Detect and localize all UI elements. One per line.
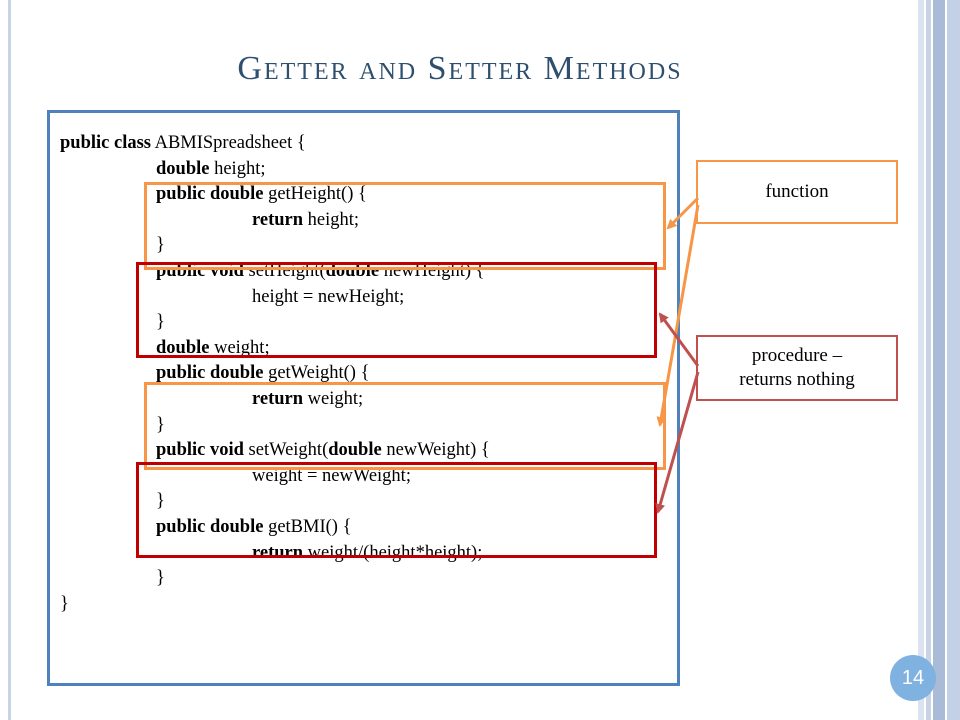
- getter-highlight-height: [144, 182, 666, 270]
- procedure-arrow-to-setweight: [655, 371, 700, 514]
- setter-highlight-height: [136, 262, 657, 358]
- code-keyword: double: [328, 440, 382, 461]
- code-text: }: [156, 491, 165, 512]
- code-keyword: public void: [156, 261, 244, 281]
- right-decor-bar: [933, 0, 945, 720]
- procedure-callout-line1: procedure –: [751, 345, 843, 366]
- code-box: [47, 110, 680, 686]
- code-keyword: public double: [156, 184, 264, 205]
- code-text: weight;: [303, 389, 364, 409]
- function-callout-label: function: [765, 181, 829, 202]
- code-text: }: [156, 414, 165, 435]
- code-line: }: [156, 234, 165, 256]
- right-decor-bar: [947, 0, 960, 720]
- code-line: }: [156, 414, 165, 436]
- code-text: }: [156, 568, 165, 589]
- code-line: public double getHeight() {: [156, 183, 367, 205]
- code-line: return height;: [252, 209, 359, 231]
- code-text: height;: [303, 209, 360, 230]
- code-line: double height;: [156, 158, 265, 180]
- function-arrow-to-getheight: [666, 196, 700, 230]
- right-decor-bar: [918, 0, 924, 720]
- code-text: newHeight) {: [379, 261, 485, 281]
- code-keyword: public double: [156, 517, 264, 537]
- code-line: height = newHeight;: [252, 286, 404, 308]
- code-keyword: double: [325, 261, 380, 281]
- code-text: ABMISpreadsheet {: [150, 133, 306, 153]
- code-line: }: [60, 593, 69, 615]
- procedure-callout: procedure – returns nothing: [696, 335, 898, 401]
- code-line: public void setHeight(double newHeight) …: [156, 260, 485, 282]
- code-line: return weight;: [252, 388, 363, 410]
- code-keyword: public void: [156, 440, 244, 461]
- code-text: }: [156, 235, 165, 256]
- code-line: public double getBMI() {: [156, 516, 351, 538]
- code-line: }: [156, 311, 165, 333]
- code-line: weight = newWeight;: [252, 465, 411, 487]
- function-callout: function: [696, 160, 898, 224]
- code-text: getHeight() {: [263, 184, 367, 205]
- code-line: public class ABMISpreadsheet {: [60, 132, 306, 154]
- code-text: weight = newWeight;: [252, 465, 411, 486]
- code-keyword: return: [252, 389, 304, 409]
- code-text: height = newHeight;: [252, 286, 405, 307]
- code-line: double weight;: [156, 337, 270, 359]
- procedure-arrow-to-setheight: [658, 312, 700, 367]
- code-keyword: double: [156, 337, 210, 358]
- code-keyword: public double: [156, 363, 264, 384]
- code-line: public double getWeight() {: [156, 362, 369, 384]
- slide-number-badge: 14: [890, 655, 936, 701]
- slide-number: 14: [901, 666, 925, 689]
- function-arrow-to-getweight: [656, 204, 700, 427]
- slide-title: Getter and Setter Methods: [237, 50, 683, 87]
- procedure-callout-line2: returns nothing: [739, 369, 855, 390]
- code-text: getWeight() {: [263, 363, 370, 384]
- code-keyword: public class: [60, 133, 151, 153]
- code-text: }: [156, 312, 165, 333]
- code-keyword: return: [252, 209, 304, 230]
- code-text: setHeight(: [243, 261, 326, 281]
- code-text: height;: [209, 158, 266, 179]
- code-line: public void setWeight(double newWeight) …: [156, 439, 490, 461]
- code-keyword: double: [156, 158, 210, 179]
- code-text: weight;: [209, 337, 270, 358]
- code-text: }: [60, 593, 69, 614]
- code-text: getBMI() {: [263, 517, 352, 537]
- code-text: setWeight(: [243, 440, 329, 461]
- code-line: }: [156, 490, 165, 512]
- left-frame-line: [8, 0, 11, 720]
- right-decor-bar: [926, 0, 931, 720]
- code-text: newWeight) {: [381, 440, 490, 461]
- code-line: }: [156, 567, 165, 589]
